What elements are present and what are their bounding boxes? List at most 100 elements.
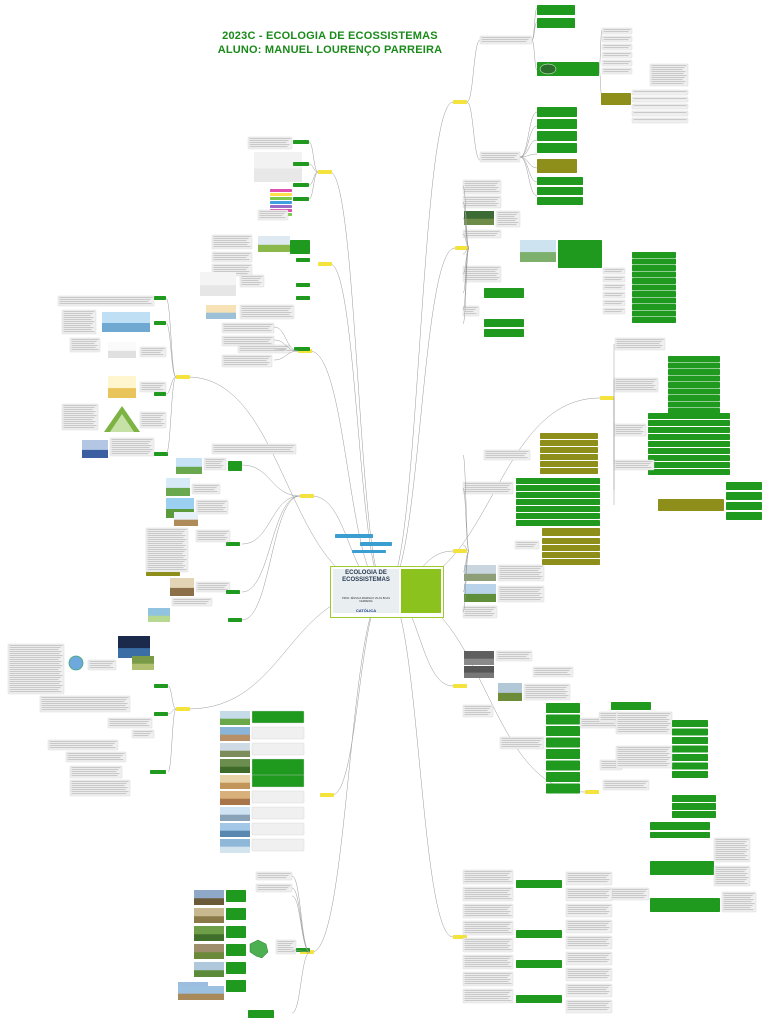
green-concept-node [650, 898, 720, 912]
concept-node [251, 822, 305, 836]
topic-node-yellow [318, 170, 332, 174]
olive-concept-node [537, 159, 577, 173]
note-text-box [601, 67, 633, 75]
green-concept-node [648, 413, 730, 419]
map-title: 2023C - ECOLOGIA DE ECOSSISTEMAS [222, 30, 438, 42]
connector-line [462, 544, 470, 552]
central-node-title: ECOLOGIA DE ECOSSISTEMAS [342, 570, 390, 583]
green-concept-node [558, 240, 602, 268]
green-concept-node [537, 119, 577, 129]
connector-line [241, 464, 301, 497]
central-node-institution-logo: CATÓLICA [355, 608, 377, 613]
olive-concept-node [658, 499, 724, 511]
green-concept-node [650, 822, 710, 830]
green-concept-node [668, 395, 720, 401]
connector-line [273, 348, 299, 352]
green-concept-node [516, 960, 562, 968]
branch-connector [385, 247, 456, 591]
concept-node [251, 838, 305, 852]
photo-ground [220, 782, 250, 789]
photo-ground [464, 672, 494, 678]
green-concept-node [632, 297, 676, 304]
green-concept-node [650, 861, 714, 875]
green-concept-node [546, 737, 580, 748]
green-concept-node [248, 1010, 274, 1018]
green-concept-node [632, 310, 676, 317]
green-concept-node [296, 258, 310, 262]
note-text-box [211, 234, 253, 250]
topic-node-yellow [318, 262, 332, 266]
green-concept-node [516, 506, 600, 512]
photo-ground [108, 350, 136, 358]
green-concept-node [632, 258, 676, 265]
green-concept-node [537, 197, 583, 205]
connector-line [167, 708, 177, 773]
note-text-box [615, 745, 673, 769]
note-text-box [483, 449, 531, 461]
green-concept-node [484, 319, 524, 327]
green-concept-node [484, 288, 524, 298]
note-text-box [479, 151, 521, 163]
olive-concept-node [542, 528, 600, 536]
green-concept-node [537, 177, 583, 185]
blue-tag [335, 534, 373, 538]
green-concept-node [537, 18, 575, 28]
connector-line [291, 895, 311, 953]
note-text-box [462, 937, 514, 953]
note-text-box [601, 35, 633, 43]
note-text-box [139, 346, 167, 358]
diagram-icon [539, 63, 557, 75]
green-concept-node [648, 455, 730, 461]
note-text-box [65, 751, 127, 763]
blue-tag [352, 550, 386, 553]
green-concept-node [632, 278, 676, 284]
photo-ground [178, 993, 224, 1000]
green-concept-node [546, 783, 580, 794]
green-concept-node [632, 271, 676, 278]
connector-line [167, 685, 177, 710]
connector-line [462, 247, 470, 255]
photo-ground [220, 718, 250, 725]
topic-node-yellow [176, 707, 190, 711]
central-node-description-panel [401, 569, 441, 613]
note-text-box [275, 939, 297, 955]
green-concept-node [668, 369, 720, 375]
green-concept-node [546, 703, 580, 713]
color-bar [270, 193, 292, 196]
note-text-box [211, 251, 253, 263]
concept-node [251, 790, 305, 804]
central-node-panel [333, 569, 399, 613]
note-text-box [602, 299, 626, 307]
olive-concept-node [540, 454, 598, 460]
globe-cycle-graphic [68, 655, 84, 671]
connector-line [462, 247, 470, 325]
topic-node-yellow [453, 684, 467, 688]
photo-ground [464, 218, 494, 225]
note-text-box [61, 403, 99, 431]
green-concept-node [672, 771, 708, 778]
green-concept-node [226, 590, 240, 594]
note-text-box [69, 337, 101, 353]
concept-node [251, 726, 305, 740]
green-concept-node [672, 728, 708, 736]
photo-ground [166, 487, 190, 496]
color-bar [270, 205, 292, 208]
note-text-box [462, 920, 514, 936]
green-concept-node [154, 712, 168, 716]
olive-concept-node [601, 93, 631, 105]
connector-line [308, 141, 319, 173]
green-concept-node [726, 512, 762, 520]
note-text-box [7, 643, 65, 695]
green-concept-node [632, 252, 676, 258]
central-node[interactable]: ECOLOGIA DE ECOSSISTEMAS PROF. JÉSSICA M… [330, 566, 444, 618]
connector-line [462, 550, 470, 613]
green-concept-node [154, 296, 166, 300]
sub-connector [466, 39, 481, 103]
olive-concept-node [540, 433, 598, 439]
connector-line [598, 29, 603, 70]
photo-ground [200, 285, 236, 296]
green-concept-node [632, 284, 676, 291]
note-text-box [462, 903, 514, 919]
connector-line [165, 297, 177, 378]
connector-line [241, 495, 301, 621]
